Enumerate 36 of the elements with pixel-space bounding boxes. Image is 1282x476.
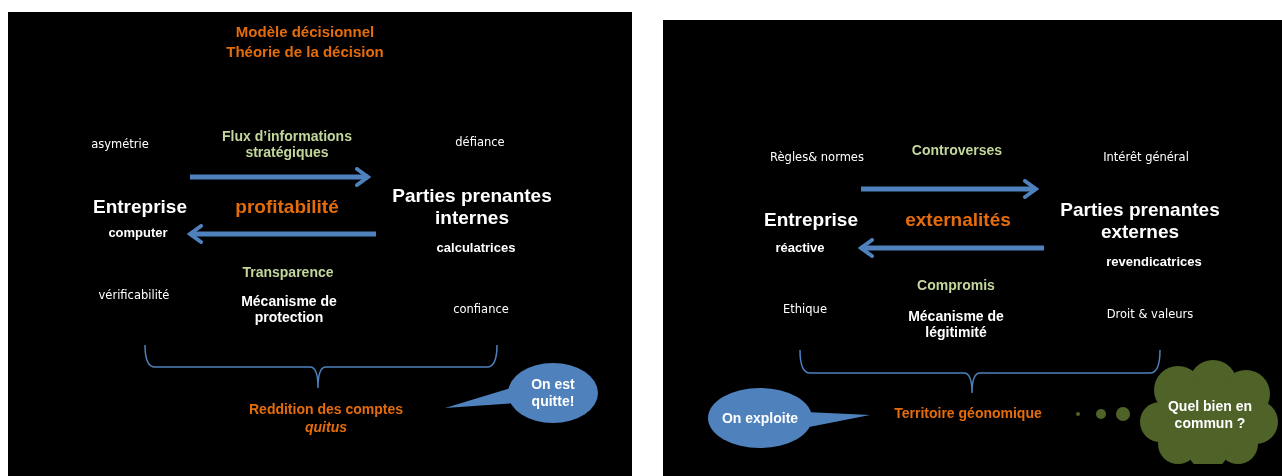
keyword-text: Règles& normes	[770, 151, 864, 165]
keyword-text: Droit & valeurs	[1106, 308, 1194, 322]
mechanism-text: Mécanisme de légitimité	[907, 307, 1005, 341]
bubble-text: On exploite	[720, 409, 800, 427]
keyword-text: défiance	[455, 136, 505, 150]
title-text: Théorie de la décision	[226, 43, 384, 61]
keyword-text: vérificabilité	[98, 289, 170, 303]
flow-label: Compromis	[917, 276, 995, 294]
title-text: Modèle décisionnel	[235, 23, 375, 41]
outcome-text: Reddition des comptes	[249, 400, 403, 418]
outcome-text: Territoire géonomique	[894, 404, 1042, 422]
bubble-text: On est quitte!	[530, 376, 576, 410]
qualifier-text: réactive	[775, 240, 825, 256]
qualifier-text: computer	[108, 225, 168, 241]
keyword-text: Intérêt général	[1103, 151, 1189, 165]
central-concept: externalités	[905, 209, 1011, 231]
entity-label: Entreprise	[751, 209, 871, 231]
qualifier-text: calculatrices	[436, 240, 516, 256]
qualifier-text: revendicatrices	[1106, 254, 1202, 270]
flow-label: Controverses	[911, 141, 1003, 159]
entity-label: Entreprise	[80, 196, 200, 218]
flow-label: Transparence	[242, 263, 334, 281]
outcome-text: quitus	[305, 418, 347, 436]
keyword-text: asymétrie	[91, 138, 149, 152]
arrow	[188, 224, 376, 244]
entity-label: Parties prenantes externes	[1040, 199, 1240, 243]
arrow	[859, 238, 1044, 258]
keyword-text: confiance	[453, 303, 509, 317]
bubble-text: Quel bien en commun ?	[1167, 398, 1253, 432]
flow-label: Flux d’informations stratégiques	[221, 127, 353, 161]
entity-label: Parties prenantes internes	[372, 185, 572, 229]
mechanism-text: Mécanisme de protection	[240, 292, 338, 326]
arrow	[190, 167, 370, 187]
keyword-text: Ethique	[783, 303, 827, 317]
central-concept: profitabilité	[235, 196, 339, 218]
arrow	[861, 179, 1038, 199]
